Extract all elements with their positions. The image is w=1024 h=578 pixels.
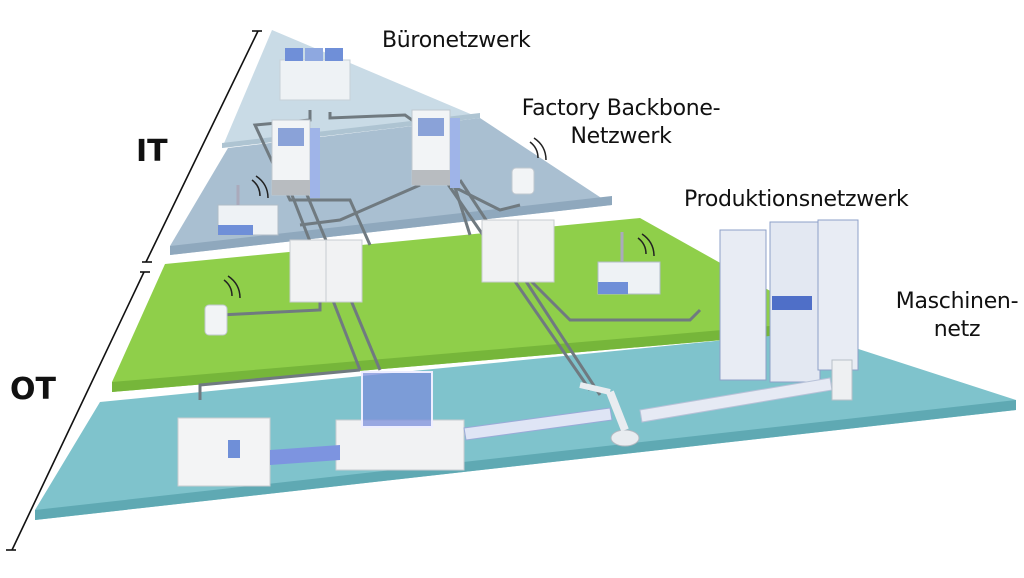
storage-lift-icon: [831, 359, 853, 401]
it-domain-label: IT: [136, 134, 168, 169]
backbone-network-label: Factory Backbone- Netzwerk: [518, 95, 724, 151]
enclosed-cell-icon: [335, 371, 465, 471]
server-rack-icon: [411, 109, 460, 188]
switch-cabinet-icon: [289, 239, 363, 303]
ot-domain-label: OT: [10, 372, 56, 407]
server-rack-icon: [271, 119, 320, 198]
agv-robot-icon: [217, 185, 279, 236]
ot-bracket: [6, 271, 150, 551]
machine-label-line2: netz: [933, 317, 981, 342]
backbone-label-line1: Factory Backbone-: [521, 96, 721, 121]
industrial-robot-icon: [579, 382, 640, 447]
it-bracket: [142, 30, 262, 263]
office-network-label: Büronetzwerk: [382, 28, 531, 53]
wireless-signal-icon: [251, 175, 269, 199]
control-desk-icon: [279, 48, 351, 101]
backbone-label-line2: Netzwerk: [570, 124, 672, 149]
wireless-access-point-icon: [204, 275, 241, 336]
production-network-label: Produktionsnetzwerk: [684, 187, 909, 212]
wireless-access-point-icon: [511, 137, 547, 195]
switch-cabinet-icon: [481, 219, 555, 283]
machine-label-line1: Maschinen-: [895, 289, 1019, 314]
cnc-machine-icon: [177, 417, 271, 487]
agv-robot-icon: [597, 232, 661, 295]
conveyor-icon: [270, 377, 833, 465]
machine-network-label: Maschinen- netz: [892, 288, 1022, 344]
high-bay-storage-icon: [719, 219, 859, 383]
